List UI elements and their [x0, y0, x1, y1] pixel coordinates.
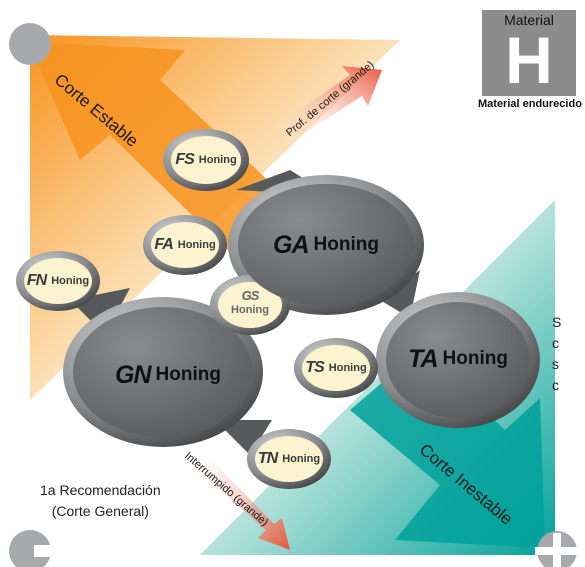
stable-zone-arrow [28, 42, 300, 262]
side-text-line-1: S [552, 314, 562, 330]
material-title: Material [504, 12, 554, 28]
corner-circle-top-left [9, 23, 51, 65]
hone-ga-code: GA [273, 230, 309, 259]
hone-fn-code: FN [26, 272, 47, 289]
material-description: Material endurecido [478, 98, 582, 110]
side-text-line-3: s [552, 356, 559, 372]
hone-tn-code: TN [257, 450, 278, 467]
interrupted-arrow [186, 446, 290, 550]
hone-ta: TA Honing [388, 344, 528, 374]
hone-shape-ta [376, 292, 540, 428]
hone-tn: TN Honing [254, 449, 324, 469]
hone-shape-ts [294, 338, 378, 398]
side-text: S c s c [552, 312, 561, 396]
hone-fn: FN Honing [23, 271, 93, 291]
hone-shape-ga-front [238, 184, 414, 306]
hone-ts: TS Honing [301, 358, 371, 378]
hone-gs: GS Honing [220, 289, 280, 317]
corner-circle-bottom-left [9, 530, 51, 567]
hone-fn-label: Honing [51, 275, 90, 287]
recommendation-line-1: 1a Recomendación [40, 482, 161, 498]
hone-shape-fs [163, 129, 249, 191]
side-text-line-2: c [552, 335, 559, 351]
hone-fa-label: Honing [177, 239, 216, 251]
hone-fs: FS Honing [171, 150, 241, 170]
recommendation: 1a Recomendación (Corte General) [40, 480, 161, 522]
hone-shape-tn [247, 429, 331, 489]
hone-ta-code: TA [408, 344, 439, 373]
hone-gs-code: GS [241, 288, 260, 303]
recommendation-line-2: (Corte General) [51, 503, 149, 519]
hone-gn-label: Honing [155, 364, 221, 385]
hone-shape-fn [16, 251, 100, 311]
hone-ga: GA Honing [246, 230, 406, 260]
material-badge [482, 10, 576, 96]
hone-gs-label: Honing [231, 304, 269, 316]
hone-fs-code: FS [175, 151, 194, 168]
hone-tn-label: Honing [282, 453, 321, 465]
hone-gn: GN Honing [88, 360, 248, 390]
depth-arrow [276, 66, 382, 144]
hone-fa: FA Honing [150, 235, 220, 255]
material-letter: H [505, 23, 553, 97]
hone-ta-label: Honing [442, 348, 508, 369]
side-text-line-4: c [552, 377, 559, 393]
hone-fs-label: Honing [198, 154, 237, 166]
hone-gn-code: GN [115, 360, 151, 389]
hone-ga-label: Honing [313, 234, 379, 255]
hone-fa-code: FA [154, 236, 173, 253]
hone-ts-code: TS [305, 359, 324, 376]
hone-shape-fa [143, 215, 227, 275]
hone-ts-label: Honing [328, 362, 367, 374]
